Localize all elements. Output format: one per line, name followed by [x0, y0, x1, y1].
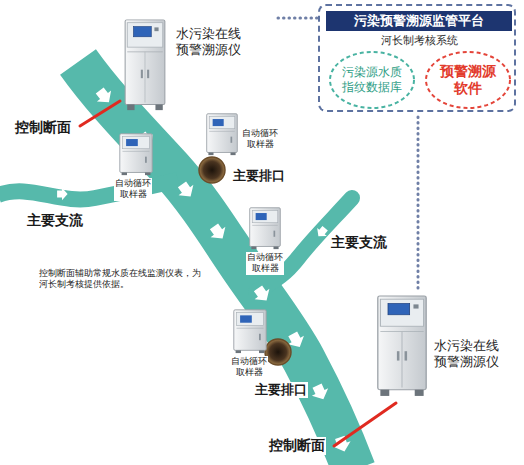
tributary-label-box: 主要支流	[330, 234, 388, 252]
node-text: 污染源水质指纹数据库	[340, 65, 404, 95]
outlet-label-box: 主要排口	[254, 382, 308, 398]
section-label-box: 控制断面	[268, 437, 326, 455]
outlet-label: 主要排口	[254, 382, 308, 398]
section-label-box: 控制断面	[14, 119, 72, 137]
section-label: 控制断面	[14, 119, 72, 137]
main-river	[78, 62, 354, 465]
flow-arrow	[251, 283, 274, 306]
tributary-label: 主要支流	[26, 212, 84, 230]
sampler-label: 自动循环取样器	[114, 178, 152, 201]
analyzer-cabinet	[378, 296, 426, 396]
ellipse-shape	[330, 52, 414, 108]
dotted-link	[417, 112, 420, 288]
platform-panel: 污染预警溯源监管平台河长制考核系统污染源水质指纹数据库 预警溯源软件	[318, 4, 516, 112]
ellipse-node: 污染源水质指纹数据库	[328, 50, 416, 110]
node-text: 预警溯源软件	[438, 63, 498, 98]
flow-arrow	[314, 224, 330, 240]
analyzer-cabinet	[125, 20, 165, 110]
ellipse-node: 预警溯源软件	[424, 50, 512, 110]
outlet-label-box: 主要排口	[232, 168, 286, 184]
note-text: 控制断面辅助常规水质在线监测仪表，为河长制考核提供依据。	[38, 268, 202, 291]
instrument-node: 水污染在线预警溯源仪	[372, 288, 518, 398]
sampler-label: 自动循环取样器	[246, 252, 284, 275]
sampler-cabinet	[250, 208, 281, 249]
flow-arrow	[309, 382, 332, 403]
section-label: 控制断面	[268, 437, 326, 455]
sampler-label-box: 自动循环取样器	[230, 356, 268, 379]
sampler-cabinet	[120, 134, 152, 175]
sampler-label-box: 自动循环取样器	[114, 178, 152, 201]
platform-title: 污染预警溯源监管平台	[326, 11, 512, 31]
outlets	[199, 157, 291, 365]
node-text: 水污染在线预警溯源仪	[176, 26, 244, 59]
discharge-outlet	[265, 339, 291, 365]
sampler-label-box: 自动循环取样器	[241, 128, 279, 151]
sampler-label-box: 自动循环取样器	[246, 252, 284, 275]
instruments	[120, 20, 426, 396]
tributary-label-box: 主要支流	[26, 212, 84, 230]
node-text: 水污染在线预警溯源仪	[434, 338, 502, 371]
outlet-label: 主要排口	[232, 168, 286, 184]
ellipse-shape	[426, 52, 510, 108]
control-section-line	[334, 403, 396, 446]
instrument-node: 水污染在线预警溯源仪	[120, 14, 278, 112]
flow-arrow	[57, 188, 68, 201]
flow-arrow	[175, 179, 198, 202]
control-section-line	[80, 101, 120, 126]
sampler-label: 自动循环取样器	[241, 128, 279, 151]
platform-subtitle: 河长制考核系统	[326, 34, 512, 48]
tributary-label: 主要支流	[330, 234, 388, 252]
sampler-cabinet	[234, 310, 266, 353]
flow-arrow	[207, 221, 230, 244]
note-text-box: 控制断面辅助常规水质在线监测仪表，为河长制考核提供依据。	[38, 268, 202, 291]
sampler-label: 自动循环取样器	[230, 356, 268, 379]
river	[0, 62, 354, 465]
sampler-cabinet	[207, 114, 238, 155]
discharge-outlet	[199, 157, 225, 183]
dotted-link	[278, 17, 318, 20]
